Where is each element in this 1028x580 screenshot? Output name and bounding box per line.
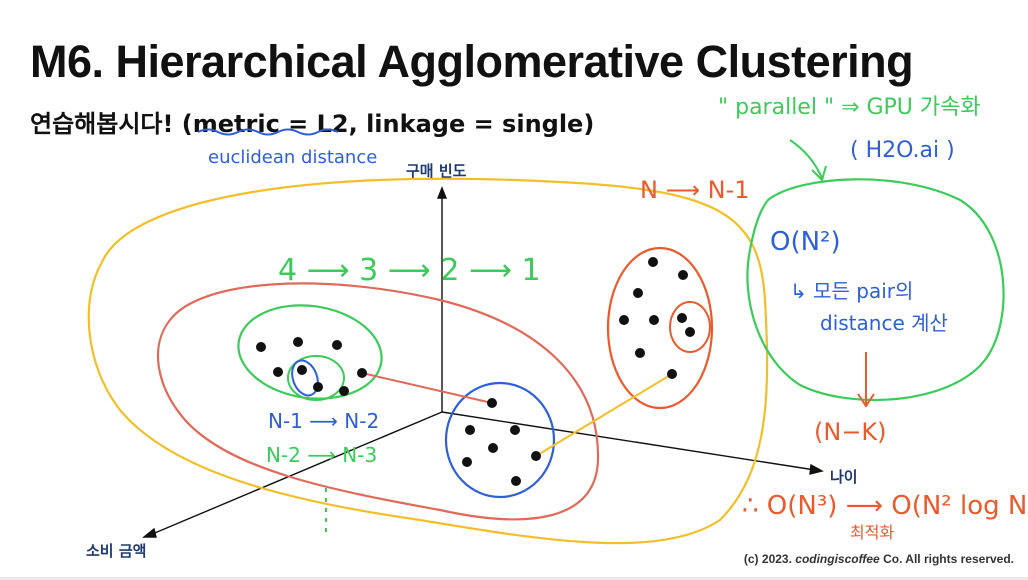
parallel-label: " parallel " ⇒ GPU 가속화 (718, 95, 981, 120)
data-point (619, 315, 629, 325)
n-minus-k-label: (N−K) (814, 418, 887, 446)
z-axis-label: 소비 금액 (86, 542, 147, 560)
y-axis-label: 구매 빈도 (406, 162, 467, 180)
data-point (685, 327, 695, 337)
y-axis-arrow (436, 186, 448, 199)
copyright-brand: codingiscoffee (795, 552, 880, 566)
yellow-link-line (535, 373, 673, 457)
data-point (256, 342, 266, 352)
data-point (313, 382, 323, 392)
green-cluster-outline (237, 304, 383, 400)
bottom-border (0, 577, 1028, 580)
inner-blue-cluster-outline (291, 359, 319, 397)
data-point (487, 398, 497, 408)
pair-line1-label: ↳ 모든 pair의 (790, 279, 913, 303)
z-axis (149, 411, 443, 536)
axes (142, 186, 824, 538)
n2-n3-label: N-2 ⟶ N-3 (266, 443, 377, 467)
x-axis (441, 411, 816, 471)
optimize-label: 최적화 (850, 523, 894, 542)
complexity-circle-outline (746, 178, 1005, 402)
down-arrowhead (857, 393, 875, 408)
data-point (531, 451, 541, 461)
data-point (465, 425, 475, 435)
sequence-label: 4 ⟶ 3 ⟶ 2 ⟶ 1 (278, 253, 541, 288)
data-point (462, 457, 472, 467)
euclidean-label: euclidean distance (208, 147, 377, 168)
inner-orange-cluster-outline (669, 301, 711, 353)
data-point (273, 367, 283, 377)
slide-title: M6. Hierarchical Agglomerative Clusterin… (30, 36, 914, 87)
data-point (633, 288, 643, 298)
data-point (635, 348, 645, 358)
orange-cluster-outline (606, 246, 714, 410)
x-axis-label: 나이 (830, 468, 858, 486)
n-to-n1-label: N ⟶ N-1 (640, 176, 750, 204)
data-point (339, 386, 349, 396)
data-point (332, 340, 342, 350)
data-point (357, 368, 367, 378)
data-point (510, 425, 520, 435)
complexity-label: ∴ O(N³) ⟶ O(N² log N) (742, 491, 1028, 521)
data-point (649, 315, 659, 325)
inner-green-cluster-outline (287, 355, 345, 401)
copyright-suffix: Co. All rights reserved. (879, 552, 1014, 566)
data-point (648, 257, 658, 267)
data-point (667, 369, 677, 379)
parallel-arrow (789, 139, 823, 179)
yellow-cluster-outline (87, 177, 769, 545)
red-link-line (361, 372, 493, 404)
red-cluster-outline (156, 282, 600, 521)
metric-underline (197, 128, 339, 136)
blue-cluster-outline (444, 381, 556, 499)
parallel-arrowhead (811, 165, 827, 182)
x-axis-arrow (809, 463, 824, 475)
z-axis-arrow (142, 527, 157, 538)
pair-line2-label: distance 계산 (820, 311, 948, 335)
data-point (488, 443, 498, 453)
copyright-prefix: (c) 2023. (743, 552, 796, 566)
data-point (677, 313, 687, 323)
h2o-label: ( H2O.ai ) (850, 138, 955, 163)
left-cluster-points (256, 337, 367, 396)
blue-cluster-points (462, 398, 541, 486)
data-point (511, 476, 521, 486)
orange-cluster-points (619, 257, 695, 379)
copyright-notice: (c) 2023. codingiscoffee Co. All rights … (744, 552, 1014, 566)
data-point (293, 337, 303, 347)
n1-n2-label: N-1 ⟶ N-2 (268, 409, 379, 433)
data-point (297, 365, 307, 375)
big-o-n2-label: O(N²) (770, 227, 841, 257)
data-point (678, 270, 688, 280)
